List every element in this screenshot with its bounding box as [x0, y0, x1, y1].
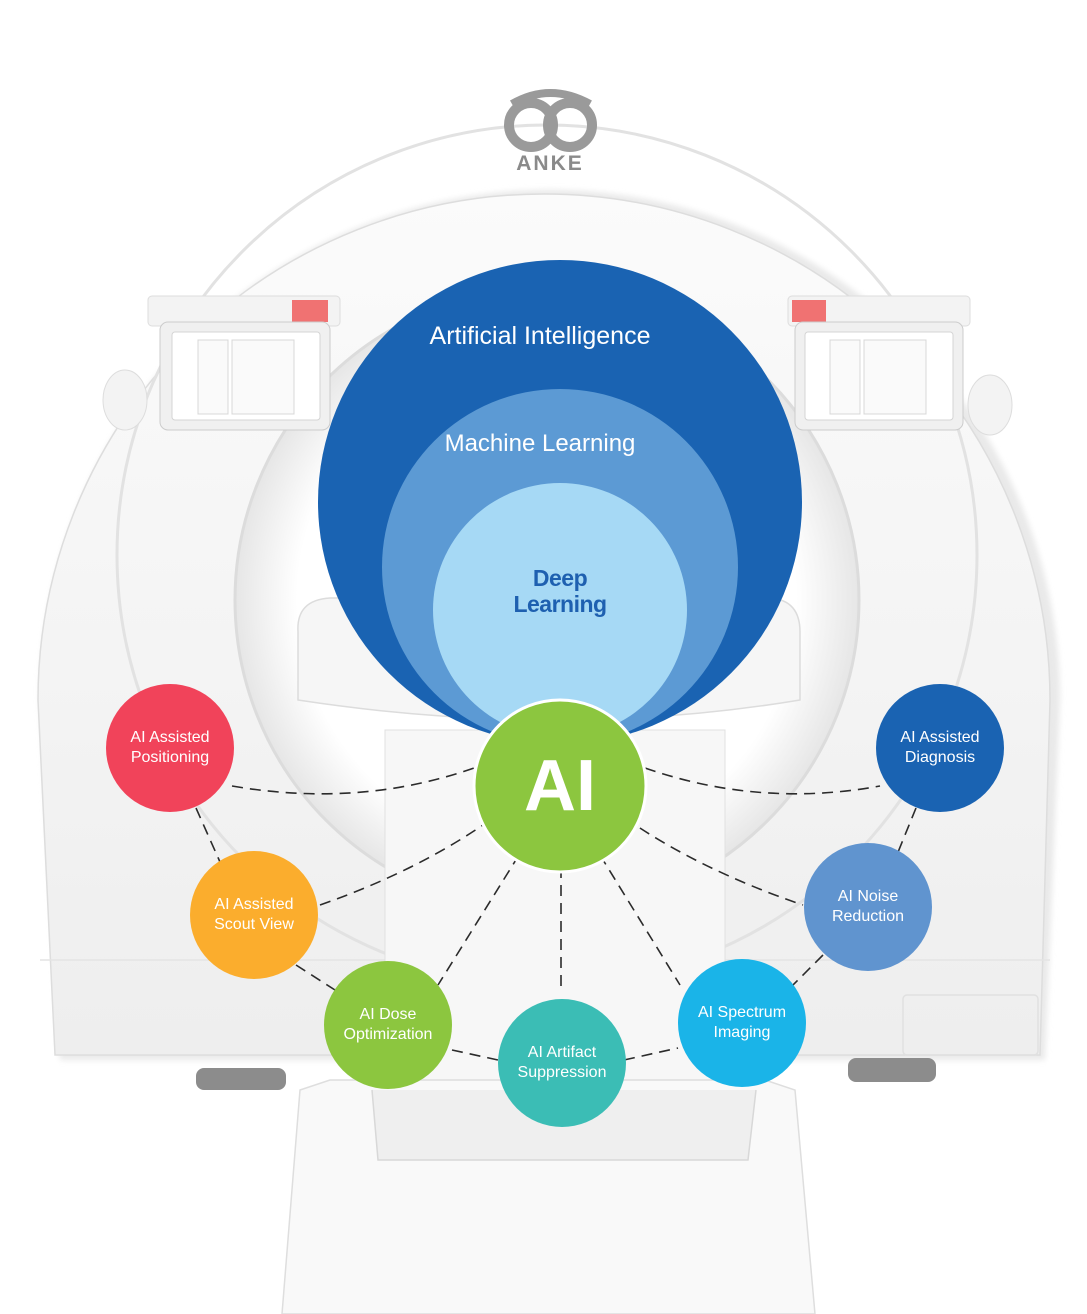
node-ai-assisted-diagnosis	[876, 684, 1004, 812]
ai-hub-circle	[472, 698, 648, 874]
node-line1: AI Spectrum	[697, 1004, 787, 1021]
node-ai-assisted-positioning	[106, 684, 234, 812]
node-line2: Imaging	[713, 1024, 771, 1041]
ai-hub-label: AI	[524, 746, 596, 826]
label-ai-dose-optimization: AI Dose Optimization	[323, 1005, 453, 1045]
anke-logo	[504, 89, 597, 152]
node-line1: AI Assisted	[900, 729, 980, 746]
node-ai-dose-optimization	[324, 961, 452, 1089]
node-ai-spectrum-imaging	[678, 959, 806, 1087]
label-ai-assisted-diagnosis: AI Assisted Diagnosis	[875, 728, 1005, 768]
scanner-foot-right	[848, 1058, 936, 1082]
node-ai-noise-reduction	[804, 843, 932, 971]
node-line2: Optimization	[343, 1026, 433, 1043]
brand-name: ANKE	[516, 152, 584, 175]
node-line2: Scout View	[214, 916, 294, 933]
node-line2: Suppression	[517, 1064, 607, 1081]
node-line1: AI Dose	[359, 1006, 417, 1023]
circle-deep-learning	[433, 483, 687, 737]
control-panel-right	[787, 295, 1013, 436]
label-ai-assisted-positioning: AI Assisted Positioning	[105, 728, 235, 768]
label-deep-learning-line2: Learning	[513, 591, 607, 617]
label-artificial-intelligence: Artificial Intelligence	[429, 322, 651, 350]
node-line1: AI Artifact	[527, 1044, 597, 1061]
label-machine-learning: Machine Learning	[444, 430, 636, 457]
label-deep-learning: Deep Learning	[440, 565, 680, 617]
dashed-connectors	[195, 767, 917, 1061]
label-deep-learning-line1: Deep	[532, 565, 588, 591]
node-ai-artifact-suppression	[498, 999, 626, 1127]
label-ai-artifact-suppression: AI Artifact Suppression	[497, 1043, 627, 1083]
control-panel-left	[102, 295, 341, 431]
node-line1: AI Assisted	[214, 896, 294, 913]
node-ai-assisted-scout-view	[190, 851, 318, 979]
node-line2: Positioning	[130, 749, 210, 766]
scanner-foot-left	[196, 1068, 286, 1090]
label-ai-noise-reduction: AI Noise Reduction	[803, 887, 933, 927]
node-line1: AI Noise	[837, 888, 899, 905]
node-line1: AI Assisted	[130, 729, 210, 746]
label-ai-spectrum-imaging: AI Spectrum Imaging	[677, 1003, 807, 1043]
node-line2: Diagnosis	[904, 749, 976, 766]
label-ai-assisted-scout-view: AI Assisted Scout View	[189, 895, 319, 935]
node-line2: Reduction	[831, 908, 905, 925]
